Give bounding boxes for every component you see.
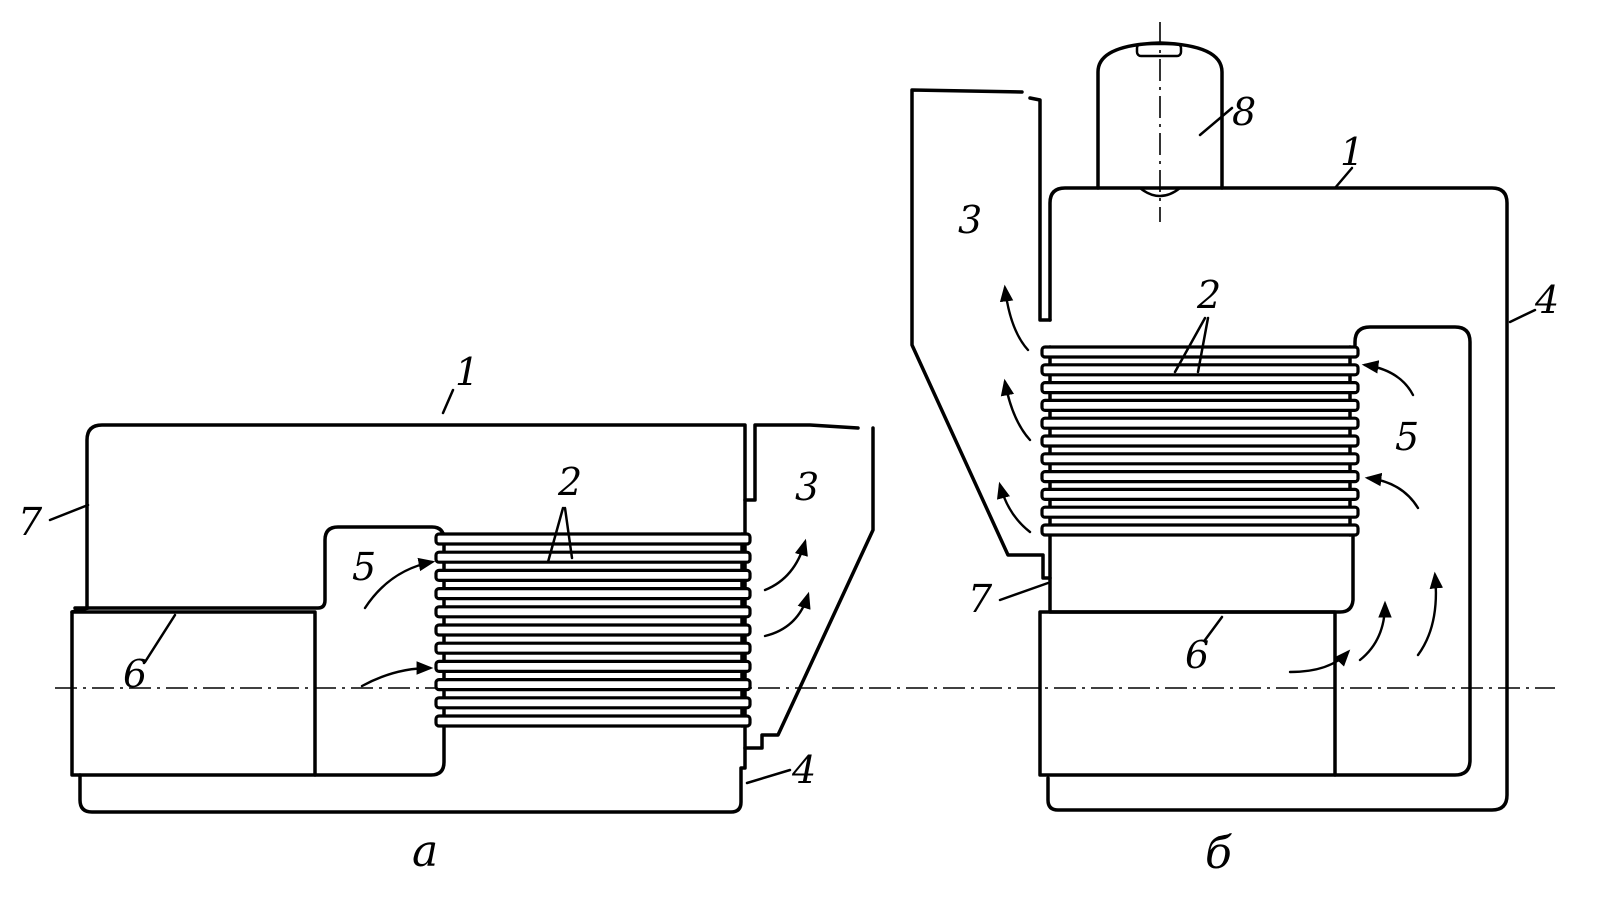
airflow-arrow [363,557,436,610]
leader-2 [546,506,574,564]
figure-a-label-4: 4 [791,748,816,792]
figure-b-motor-cap [1135,42,1183,58]
cooling-fin [434,568,752,583]
figure-a-part-6 [70,610,317,777]
figure-b-lower-hub [1048,528,1355,614]
figure-b [910,22,1509,812]
figure-b-leaders [998,106,1537,642]
cooling-fin [434,677,752,692]
airflow-arrow [763,538,808,592]
figure-a [70,423,875,814]
leader-6 [143,613,177,664]
leader-4 [745,768,792,785]
airflow-arrow [763,591,811,638]
figure-a-label-6: 6 [123,652,147,696]
leader-7 [48,503,90,522]
figure-a-labels: 1 2 3 4 5 6 7 а [18,350,819,877]
airflow-arrow [1364,472,1420,510]
cooling-fin [434,623,752,637]
airflow-arrow [1416,571,1444,657]
leader-2 [1173,316,1210,374]
leader-1 [441,388,455,415]
figure-a-label-2: 2 [557,460,582,504]
figure-b-label-2: 2 [1196,273,1221,317]
figure-b-label-8: 8 [1232,90,1256,134]
cooling-fin [1040,470,1360,484]
figure-b-inner-contour [1333,325,1472,777]
cooling-fin [1040,398,1360,412]
figure-b-frame [1046,186,1509,812]
cooling-fin [1040,505,1360,519]
leader-8 [1198,106,1234,137]
airflow-arrow [360,661,434,688]
figure-b-duct-3 [910,88,1052,580]
figure-a-label-3: 3 [795,465,819,509]
figure-b-labels: 1 2 3 4 5 6 7 8 б [958,90,1559,879]
leader-1 [1333,166,1354,190]
figure-a-caption: а [412,826,438,877]
airflow-arrow [1358,600,1392,662]
cooling-fin [434,659,752,674]
leader-4 [1508,308,1537,324]
figure-b-caption: б [1205,828,1232,879]
cooling-fin [434,605,752,619]
figure-a-inner-contour [73,525,446,610]
cooling-fin [1040,452,1360,466]
cooling-fin [1040,416,1360,430]
figure-b-airflow-arrows [996,284,1444,674]
cooling-fin [434,714,752,728]
figure-a-label-1: 1 [455,350,479,394]
figure-b-label-3: 3 [958,198,982,242]
figure-b-label-1: 1 [1340,130,1364,174]
leader-7 [998,581,1050,602]
airflow-arrow [999,284,1030,352]
figure-b-label-7: 7 [968,577,993,621]
airflow-arrow [1361,360,1415,397]
cooling-fin [1040,434,1360,448]
cooling-fin [1040,523,1360,537]
cooling-fin [434,696,752,710]
cooling-fin [1040,381,1360,395]
cooling-fin [434,532,752,546]
cooling-fin [434,550,752,564]
airflow-arrow [996,481,1032,534]
figure-a-label-7: 7 [18,500,43,544]
figure-a-fin-stack [434,532,752,728]
cooling-fin [434,586,752,601]
figure-a-window-bottom [70,606,446,777]
figure-a-duct-3 [743,423,875,750]
figure-a-label-5: 5 [352,545,376,589]
airflow-arrow [1000,378,1032,442]
figure-b-label-5: 5 [1395,415,1419,459]
figure-b-motor-notch [1138,186,1182,198]
cooling-fin [1040,487,1360,501]
figure-b-label-6: 6 [1185,633,1209,677]
figure-a-leaders [48,388,792,785]
cooling-fin [434,641,752,655]
figure-a-airflow-arrows [360,538,811,688]
figure-a-frame [78,423,747,814]
leader-6 [1203,615,1224,642]
airflow-arrow [1288,649,1351,674]
figure-b-fin-stack [1040,345,1360,537]
figure-b-label-4: 4 [1534,278,1559,322]
